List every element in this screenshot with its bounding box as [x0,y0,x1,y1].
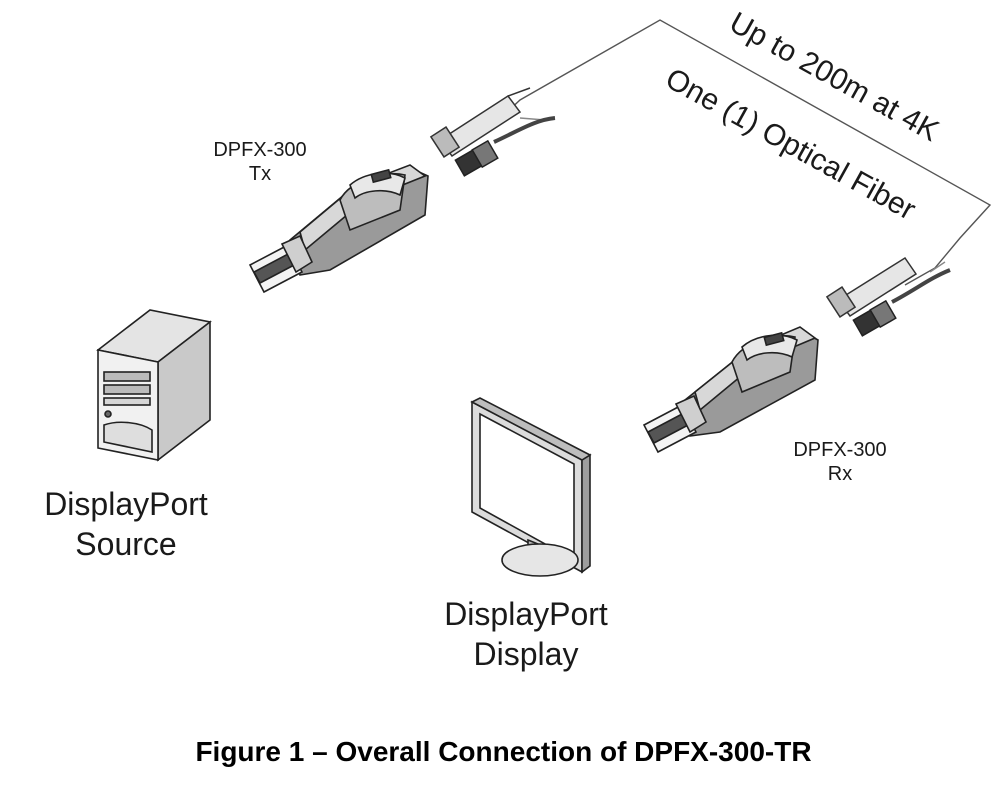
tx-role-label: Tx [248,163,272,185]
figure-caption: Figure 1 – Overall Connection of DPFX-30… [195,736,812,767]
source-label-line2: Source [75,526,177,562]
display-label-line1: DisplayPort [444,596,608,632]
tower-pc-icon [96,309,212,462]
fiber-connector-icon [429,87,531,159]
fiber-cable [489,19,992,286]
display-label-line2: Display [473,636,579,672]
rx-role-label: Rx [827,463,853,485]
usb-power-connector-icon [454,116,556,177]
transmitter-dongle-icon [248,164,429,294]
usb-power-connector-icon [852,268,951,337]
monitor-icon [470,397,592,577]
rx-model-label: DPFX-300 [793,439,887,461]
source-label-line1: DisplayPort [44,486,208,522]
tx-model-label: DPFX-300 [213,139,307,161]
receiver-dongle-icon [642,326,819,454]
fiber-connector-icon [825,256,918,319]
